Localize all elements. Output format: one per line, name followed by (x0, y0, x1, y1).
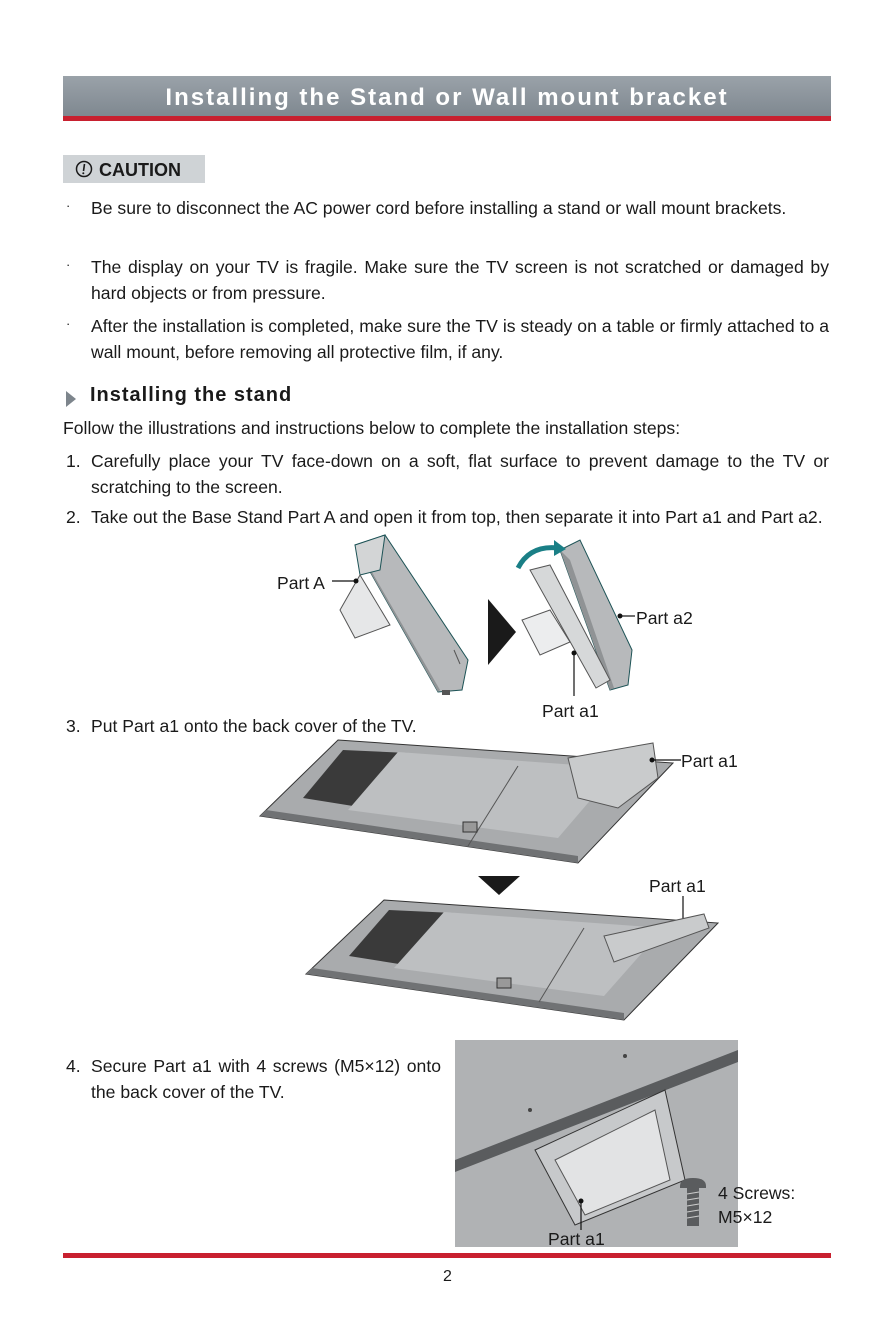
screw-icon (680, 1178, 706, 1226)
page-header-title: Installing the Stand or Wall mount brack… (63, 76, 831, 116)
caution-item-1: Be sure to disconnect the AC power cord … (91, 198, 787, 218)
stand-opened-illustration (515, 539, 633, 691)
tv-back-cover-attached-illustration (304, 899, 720, 1021)
header-divider (63, 116, 831, 121)
bullet-marker: · (66, 316, 71, 331)
callout-leader (617, 613, 635, 619)
callout-part-a1-step3-top: Part a1 (681, 751, 738, 771)
step-arrow-down-icon (478, 876, 520, 895)
caution-icon (75, 160, 93, 178)
caution-label: CAUTION (99, 160, 181, 180)
step-2-number: 2. (66, 507, 81, 527)
callout-part-a: Part A (277, 573, 325, 593)
footer-divider (63, 1253, 831, 1258)
step-arrow-right-icon (488, 599, 516, 665)
tv-back-cover-illustration (258, 739, 675, 864)
callout-leader (578, 1198, 584, 1230)
section-title: Installing the stand (90, 384, 293, 406)
callout-part-a2: Part a2 (636, 608, 693, 628)
callout-part-a1-step2: Part a1 (542, 701, 599, 721)
bullet-marker: · (66, 198, 71, 213)
section-arrow-icon (66, 391, 76, 407)
step-2-text: Take out the Base Stand Part A and open … (91, 507, 823, 527)
callout-leader (649, 757, 681, 763)
callout-leader (571, 650, 577, 696)
section-intro: Follow the illustrations and instruction… (63, 418, 681, 438)
callout-part-a1-step3-bottom: Part a1 (649, 876, 706, 896)
stand-part-a-illustration (339, 534, 469, 695)
callout-leader (332, 578, 359, 584)
callout-screws-line2: M5×12 (718, 1207, 773, 1227)
step-1-text: Carefully place your TV face-down on a s… (91, 451, 829, 497)
caution-item-3: After the installation is completed, mak… (91, 316, 829, 362)
bullet-marker: · (66, 257, 71, 272)
step-1-number: 1. (66, 451, 81, 471)
callout-screws-line1: 4 Screws: (718, 1183, 796, 1203)
step-3-number: 3. (66, 716, 81, 736)
step-3-text: Put Part a1 onto the back cover of the T… (91, 716, 417, 736)
step-4-number: 4. (66, 1056, 81, 1076)
page-number: 2 (443, 1268, 452, 1285)
caution-badge: CAUTION (63, 155, 205, 183)
step-4-text: Secure Part a1 with 4 screws (M5×12) ont… (91, 1056, 441, 1102)
caution-item-2: The display on your TV is fragile. Make … (91, 257, 829, 303)
callout-part-a1-step4: Part a1 (548, 1229, 605, 1249)
